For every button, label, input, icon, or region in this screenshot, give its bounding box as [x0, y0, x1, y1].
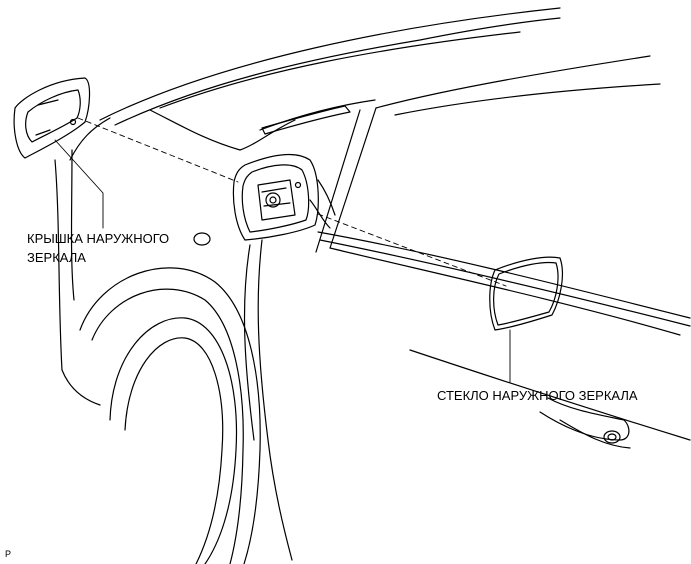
mirror-cover-label-line-1: КРЫШКА НАРУЖНОГО [27, 231, 170, 246]
wiper [261, 105, 351, 135]
belt-moulding-lower [319, 239, 691, 327]
mirror-actuator-frame [257, 179, 296, 221]
mirror-cover-slot-1 [37, 99, 59, 106]
mirror-cover-inner [25, 89, 81, 143]
mirror-base-assembly [232, 154, 336, 241]
roof-line [394, 83, 661, 116]
handle-grip [559, 419, 631, 449]
wheel [79, 267, 261, 564]
handle-recess [539, 397, 630, 441]
mirror-screw [294, 181, 302, 189]
bumper-edge [61, 369, 101, 406]
door-front-edge [257, 239, 293, 561]
mirror-cover-label-line-2: ЗЕРКАЛА [27, 250, 86, 265]
cowl-panel [149, 109, 296, 151]
wheel-arch-inner [91, 288, 244, 564]
wheel-arch-outer [79, 267, 261, 564]
handle-lock [603, 430, 621, 444]
side-marker [193, 232, 211, 246]
windshield-base [259, 99, 376, 131]
fender-left-edge [54, 159, 63, 371]
mirror-actuator-detail [261, 187, 291, 207]
a-pillar-inner [329, 107, 377, 249]
hood-upper-line [99, 7, 561, 121]
car-body [54, 7, 691, 561]
mirror-cover-label: КРЫШКА НАРУЖНОГО ЗЕРКАЛА [27, 229, 169, 267]
door-handle [539, 397, 631, 449]
fender-left-inner [70, 149, 75, 301]
a-pillar-outer [315, 109, 361, 253]
mirror-glass-part [489, 256, 564, 331]
alignment-dashed-line [77, 117, 507, 287]
hood-crease [159, 31, 521, 109]
mirror-glass-label: СТЕКЛО НАРУЖНОГО ЗЕРКАЛА [437, 388, 638, 403]
fender-door-gap [243, 244, 255, 441]
door-window-line [329, 247, 681, 336]
mirror-cover-outer [13, 77, 91, 159]
handle-lock-inner [607, 433, 617, 441]
mirror-actuator-hub [265, 192, 281, 208]
tire-inner [124, 337, 224, 564]
belt-moulding-upper [317, 231, 691, 319]
mirror-base-outer [232, 154, 319, 241]
mirror-base-inner [241, 164, 310, 233]
mirror-actuator-center [269, 196, 277, 204]
mirror-cover-part [13, 77, 91, 159]
figure-code: P [5, 549, 12, 559]
door-character-line [409, 349, 691, 441]
mirror-glass-outer [489, 256, 564, 331]
tire-outline [109, 317, 238, 564]
hood-top-edge [114, 17, 561, 126]
fender-front-line [69, 117, 111, 161]
mirror-glass-inner [493, 261, 559, 326]
cover-leader-line [54, 139, 104, 229]
mirror-bracket [309, 179, 336, 229]
mirror-cover-slot-2 [35, 129, 51, 136]
windshield-frame [375, 55, 651, 109]
mirror-cover-clip [69, 118, 77, 126]
